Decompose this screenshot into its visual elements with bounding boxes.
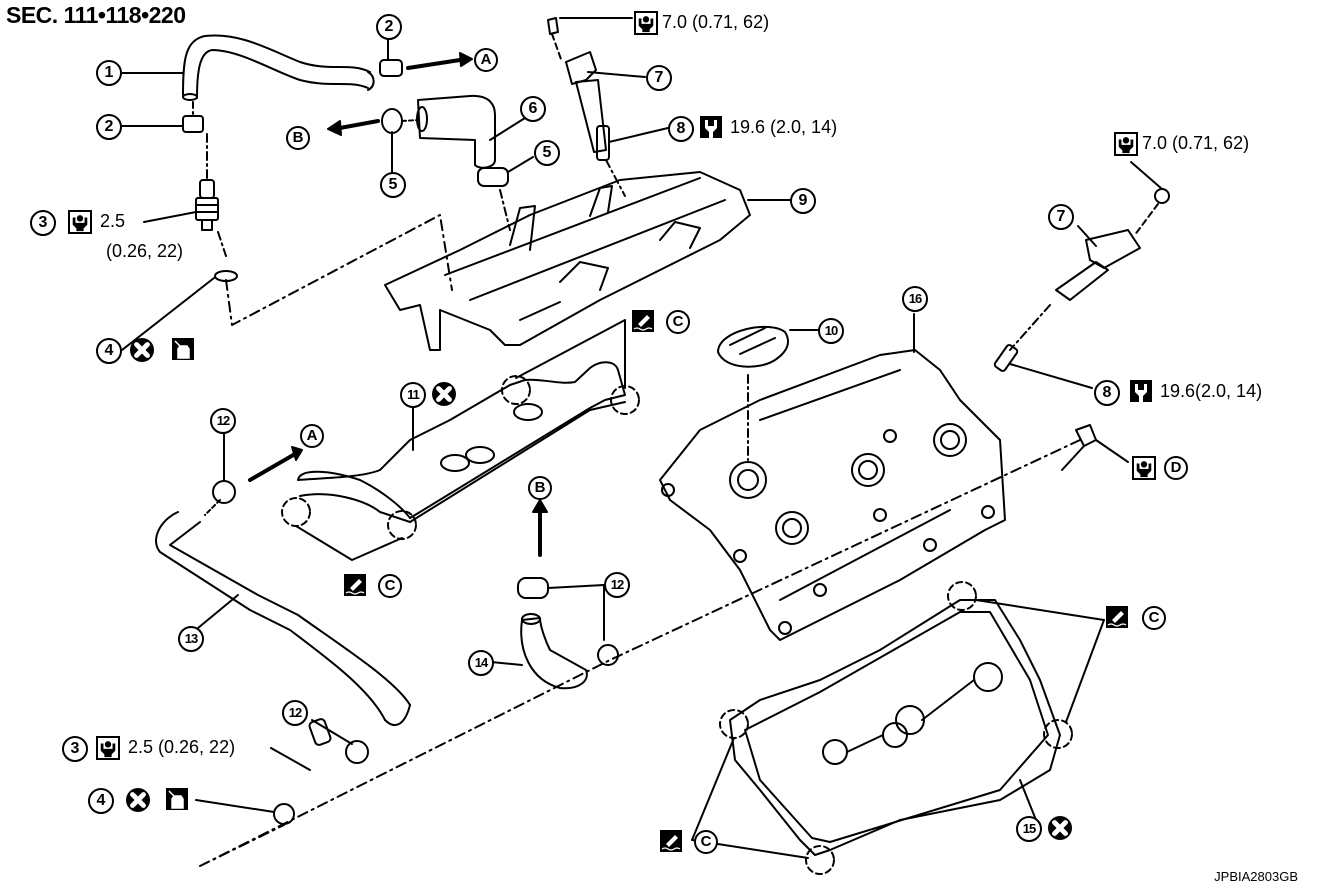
oil-filler-cap (717, 325, 789, 368)
callout-7-top: 7 (646, 65, 672, 91)
callout-6: 6 (520, 96, 546, 122)
hose-14 (520, 617, 588, 690)
do-not-reuse-icon (432, 382, 456, 406)
oil-can-icon (172, 338, 194, 360)
callout-12-left: 12 (210, 408, 236, 434)
callout-12-bottom: 12 (282, 700, 308, 726)
callout-11: 11 (400, 382, 426, 408)
ref-c-15-right: C (1142, 606, 1166, 630)
callout-2-mid: 2 (96, 114, 122, 140)
spark-plug-top (596, 125, 610, 161)
callout-9: 9 (790, 188, 816, 214)
callout-16: 16 (902, 286, 928, 312)
callout-15: 15 (1016, 816, 1042, 842)
callout-8-right: 8 (1094, 380, 1120, 406)
ignition-coil-top (547, 17, 607, 153)
clamp-5-right (477, 167, 509, 187)
do-not-reuse-icon (1048, 816, 1072, 840)
clamp-12-left (212, 480, 236, 504)
torque-plug-top: 19.6 (2.0, 14) (730, 117, 838, 137)
sealant-points-15 (719, 581, 1073, 875)
do-not-reuse-icon (126, 788, 150, 812)
spanner-icon (1130, 380, 1152, 402)
sealant-points-11 (281, 375, 640, 540)
callout-3-top: 3 (30, 210, 56, 236)
ref-c-11-bottom: C (378, 574, 402, 598)
liquid-gasket-icon (1106, 606, 1128, 628)
clamp-12-right (597, 644, 619, 666)
torque-pcv-bottom: 2.5 (0.26, 22) (128, 737, 236, 757)
gasket-11 (297, 361, 626, 523)
torque-pcv-top-1: 2.5 (100, 211, 126, 231)
ref-b-top: B (286, 126, 310, 150)
callout-4-top: 4 (96, 338, 122, 364)
callout-10: 10 (818, 318, 844, 344)
callout-14: 14 (468, 650, 494, 676)
do-not-reuse-icon (130, 338, 154, 362)
torque-wrench-icon (68, 210, 92, 234)
liquid-gasket-icon (660, 830, 682, 852)
torque-coil-bolt-right: 7.0 (0.71, 62) (1142, 133, 1250, 153)
clamp-5-left (381, 108, 403, 134)
torque-coil-bolt-top: 7.0 (0.71, 62) (662, 12, 770, 32)
bolt-d (1061, 424, 1097, 471)
callout-5-right: 5 (534, 140, 560, 166)
ref-c-15-left: C (694, 830, 718, 854)
callout-4-bottom: 4 (88, 788, 114, 814)
callout-2-top: 2 (376, 14, 402, 40)
hose-6 (417, 94, 496, 169)
torque-plug-right: 19.6(2.0, 14) (1160, 381, 1263, 401)
clamp-12-bottom (345, 740, 369, 764)
ref-d: D (1164, 456, 1188, 480)
oil-can-icon (166, 788, 188, 810)
spark-plug-right (993, 344, 1019, 372)
ref-a-top: A (474, 48, 498, 72)
callout-5-left: 5 (380, 172, 406, 198)
callout-1: 1 (96, 60, 122, 86)
ignition-coil-cover (384, 171, 751, 351)
liquid-gasket-icon (632, 310, 654, 332)
callout-13: 13 (178, 626, 204, 652)
ref-b-mid: B (528, 476, 552, 500)
torque-wrench-icon (1114, 132, 1138, 156)
section-title: SEC. 111•118•220 (6, 2, 186, 28)
clamp-2-top (379, 59, 403, 77)
hose-13 (155, 511, 411, 726)
liquid-gasket-icon (344, 574, 366, 596)
callout-7-right: 7 (1048, 204, 1074, 230)
callout-12-mid: 12 (604, 572, 630, 598)
hose-1 (182, 34, 375, 101)
torque-wrench-icon (634, 11, 658, 35)
pcv-valve-bottom (308, 718, 332, 746)
ref-c-11-top: C (666, 310, 690, 334)
torque-wrench-icon (96, 736, 120, 760)
ref-a-left: A (300, 424, 324, 448)
torque-pcv-top-2: (0.26, 22) (106, 241, 184, 261)
ignition-coil-right (1055, 188, 1170, 301)
spanner-icon (700, 116, 722, 138)
clamp-12-mid (517, 577, 549, 599)
rocker-cover (659, 349, 1006, 641)
callout-3-bottom: 3 (62, 736, 88, 762)
image-code: JPBIA2803GB (1214, 869, 1298, 884)
o-ring-4-bottom (273, 803, 295, 825)
torque-wrench-icon (1132, 456, 1156, 480)
gasket-15 (729, 599, 1061, 856)
clamp-2-mid (182, 115, 204, 133)
callout-8-top: 8 (668, 116, 694, 142)
pcv-valve (195, 179, 219, 231)
